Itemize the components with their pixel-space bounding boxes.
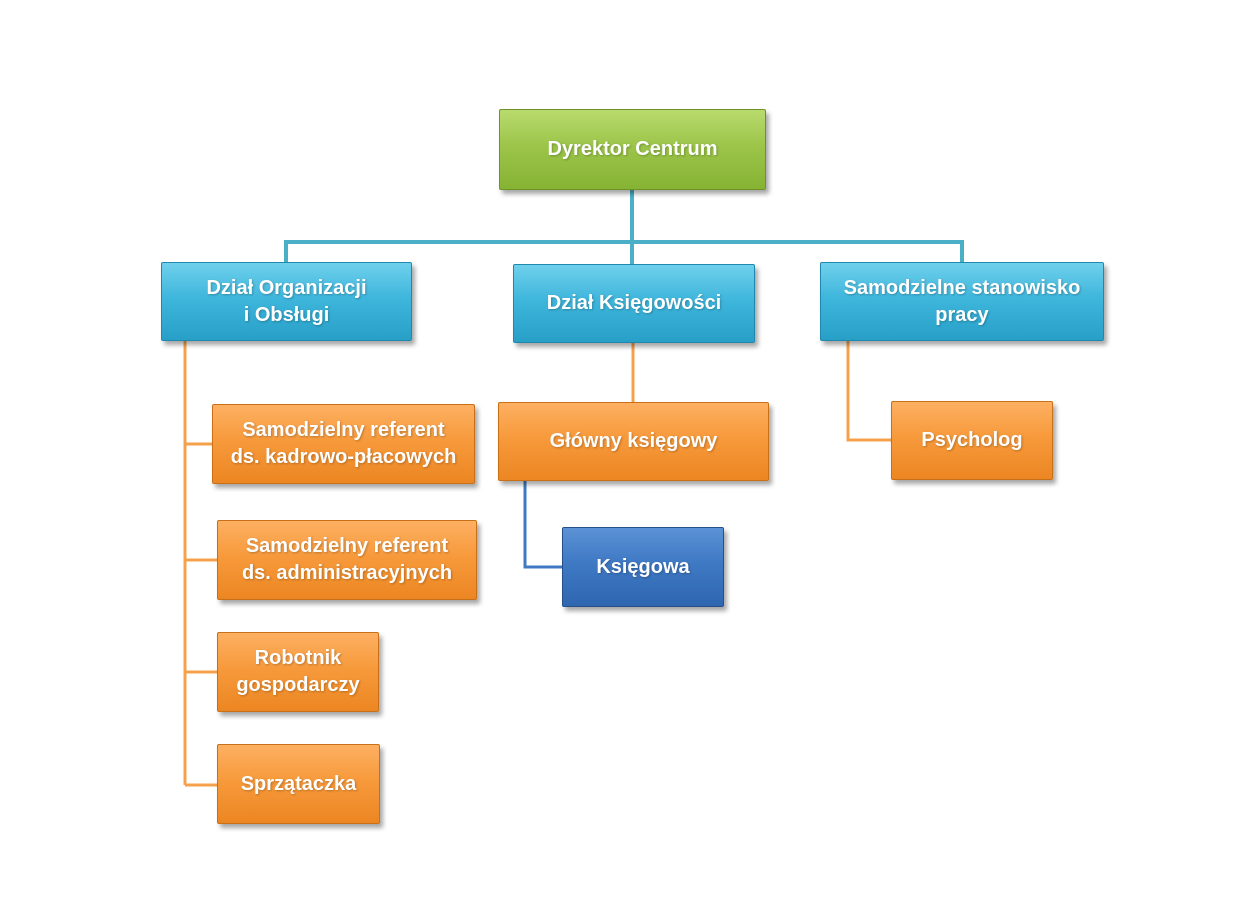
node-chief-accountant-label: Główny księgowy [549, 430, 718, 452]
chief-connectors [523, 480, 562, 569]
node-position-admin: Samodzielny referent ds. administracyjny… [217, 520, 477, 600]
node-psychologist: Psycholog [891, 401, 1053, 480]
node-director-label: Dyrektor Centrum [547, 138, 718, 160]
chief-to-accountant [523, 480, 562, 569]
top-connectors [284, 190, 964, 264]
node-psychologist-label: Psycholog [921, 429, 1023, 451]
node-position-hr-label: Samodzielny referent ds. kadrowo-płacowy… [230, 419, 457, 468]
node-department-accounting-label: Dział Księgowości [546, 292, 722, 314]
node-position-admin-label: Samodzielny referent ds. administracyjny… [241, 535, 453, 584]
standalone-connectors [846, 341, 891, 442]
node-position-cleaner: Sprzątaczka [217, 744, 380, 824]
node-chief-accountant: Główny księgowy [498, 402, 769, 481]
node-department-standalone-label: Samodzielne stanowisko pracy [843, 276, 1081, 326]
node-position-worker: Robotnik gospodarczy [217, 632, 379, 712]
node-position-hr: Samodzielny referent ds. kadrowo-płacowy… [212, 404, 475, 484]
node-department-accounting: Dział Księgowości [513, 264, 755, 343]
node-position-worker-label: Robotnik gospodarczy [236, 647, 360, 696]
node-department-organization: Dział Organizacji i Obsługi [161, 262, 412, 341]
node-accountant: Księgowa [562, 527, 724, 607]
node-department-organization-label: Dział Organizacji i Obsługi [206, 276, 367, 326]
organization-connectors [183, 341, 217, 787]
node-position-cleaner-label: Sprzątaczka [240, 772, 357, 795]
node-department-standalone: Samodzielne stanowisko pracy [820, 262, 1104, 341]
standalone-to-psychologist [846, 341, 891, 442]
node-director: Dyrektor Centrum [499, 109, 766, 190]
node-accountant-label: Księgowa [596, 555, 690, 578]
